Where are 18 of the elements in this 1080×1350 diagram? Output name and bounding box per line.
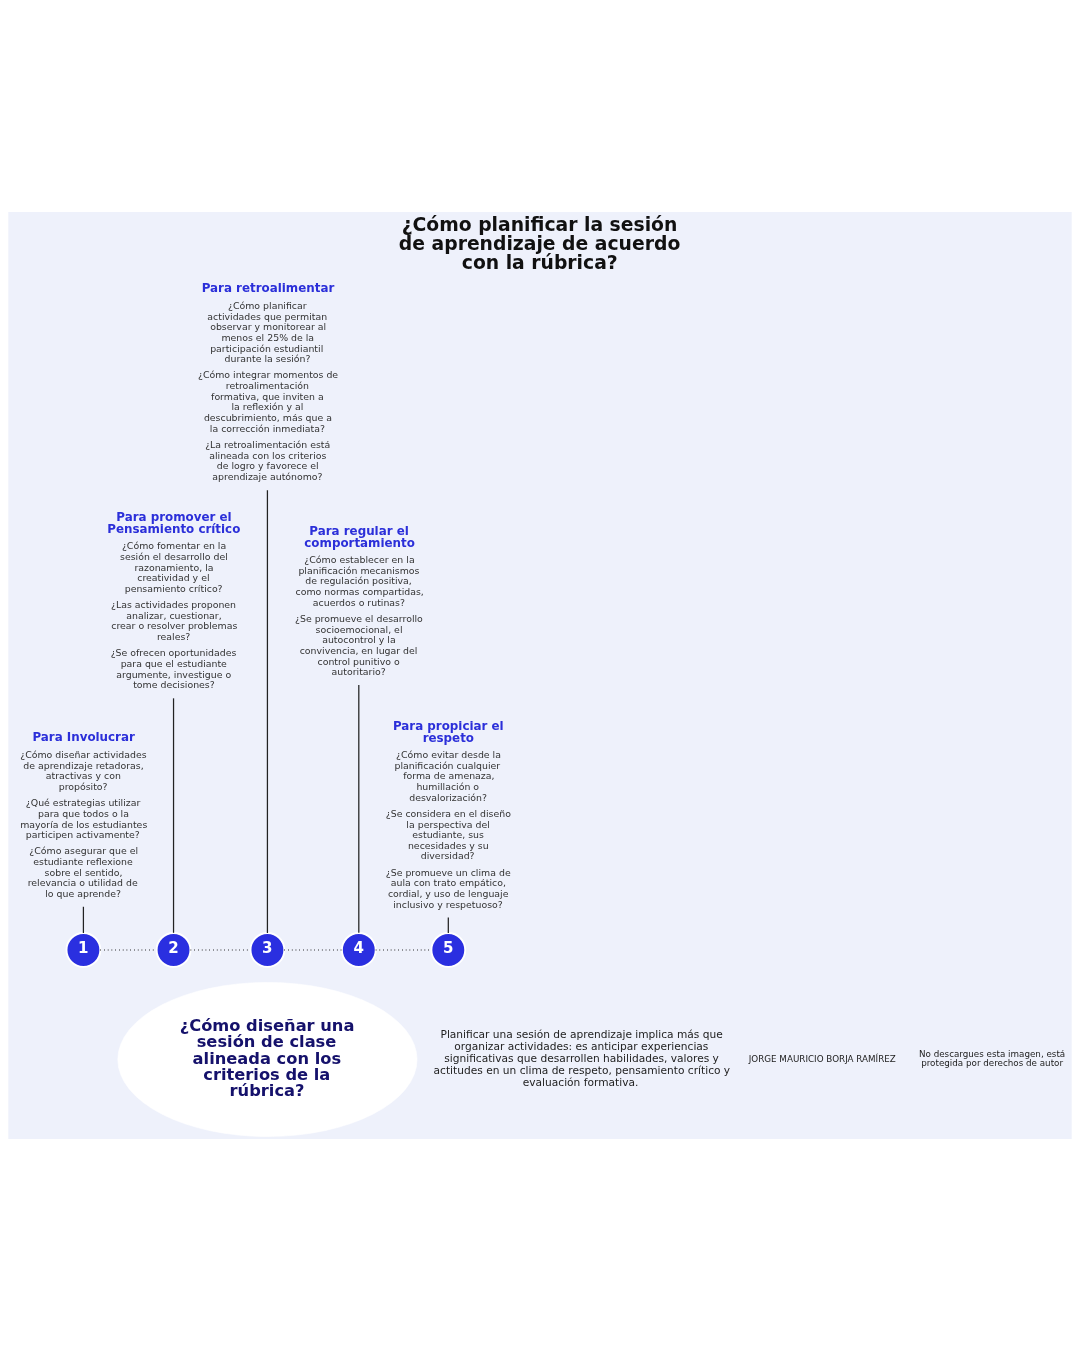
node-circle: 2: [155, 931, 192, 968]
node-text: Para Involucrar ¿Cómo diseñar actividades de aprendizaje retadoras, atractivas y con propósito? ¿Qué estrategias utilizar para que todos o la mayoría de los estudiantes participen activamente? ¿Cómo asegurar que el estudiante reflexione sobre el sentido, relevancia o utilidad de lo que aprende?: [20, 729, 148, 899]
node-text: Para retroalimentar ¿Cómo planificar actividades que permitan observar y monitorear al menos el 25% de la participación estudiantil durante la sesión? ¿Cómo integrar momentos de retroalimentación formativa, que inviten a la reflexión y al descubrimiento, más que a la corrección inmediata? ¿La retroalimentación está alineada con los criterios de logro y favorece el aprendizaje autónomo?: [197, 280, 339, 482]
node-text: Para propiciar el respeto ¿Cómo evitar desde la planificación cualquier forma de amenaza, humillación o desvalorización? ¿Se considera en el diseño la perspectiva del estudiante, sus necesidades y su diversidad? ¿Se promueve un clima de aula con trato empático, cordial, y uso de lenguaje inclusivo y respetuoso?: [385, 718, 511, 910]
connector: [172, 697, 175, 933]
node-circle: 4: [340, 931, 377, 968]
connector: [358, 683, 360, 933]
label: No descargues esta imagen, está protegida por derechos de autor: [918, 1048, 1066, 1068]
node-text: Para promover el Pensamiento crítico ¿Cómo fomentar en la sesión el desarrollo del razonamiento, la creatividad y el pensamiento crítico? ¿Las actividades proponen analizar, cuestionar, crear o resolver problemas reales? ¿Se ofrecen oportunidades para que el estudiante argumente, investigue o tome decisiones?: [107, 509, 241, 690]
diagram-title: ¿Cómo planificar la sesión de aprendizaje de acuerdo con la rúbrica?: [398, 213, 681, 273]
node-circle: 5: [430, 931, 467, 968]
connector: [82, 905, 85, 934]
node-circle: 1: [65, 931, 102, 968]
node-circle: 3: [249, 931, 286, 968]
label: JORGE MAURICIO BORJA RAMÍREZ: [748, 1053, 896, 1064]
label: Planificar una sesión de aprendizaje implica más que organizar actividades: es anticipar experiencias significativas que desarrollen habilidades, valores y actitudes en un clima de respeto, pensamiento crítico y evaluación formativa.: [433, 1027, 731, 1089]
node-text: Para regular el comportamiento ¿Cómo establecer en la planificación mecanismos de regulación positiva, como normas compartidas, acuerdos o rutinas? ¿Se promueve el desarrollo socioemocional, el autocontrol y la convivencia, en lugar del control punitivo o autoritario?: [294, 523, 424, 677]
connector: [266, 489, 269, 934]
